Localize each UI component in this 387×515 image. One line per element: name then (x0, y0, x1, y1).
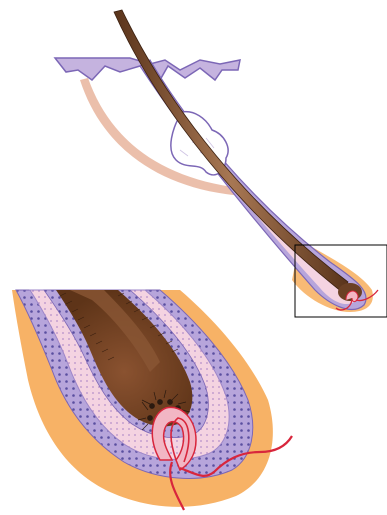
overview-panel (55, 10, 387, 317)
bulb-detail-panel (12, 290, 292, 510)
